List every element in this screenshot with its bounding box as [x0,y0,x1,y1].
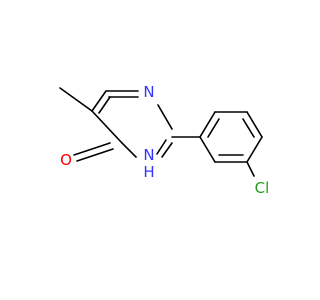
bond-c4-o-double [76,148,114,162]
atom-o: O [60,151,72,169]
bond-c5-methyl [59,87,93,112]
bond-c2-n3-double [156,139,167,155]
bond-c4-c5 [91,110,123,144]
bond-n3-c4 [121,142,137,158]
bond-c4-o [73,142,111,156]
bond-c5-c6 [91,90,107,112]
bond-ph-3-double [242,118,255,138]
atom-h-nh: H [143,163,154,181]
atom-cl: Cl [255,179,270,197]
molecule-canvas: N N H O Cl [59,83,270,197]
bond-ph-6 [199,136,216,163]
bond-ph-1-double [207,118,220,138]
atom-n-bottom: N [143,146,154,164]
atom-n-top: N [143,83,154,101]
bond-n1-c2 [157,104,173,130]
structure-diagram: N N H O Cl [59,83,270,197]
bond-ph-1 [199,111,216,138]
bond-ph-cl [246,161,255,177]
bond-c5-c6-double [98,96,111,114]
bond-ph-3 [246,111,263,138]
bond-c2-n3 [161,142,173,158]
bonds-group [59,87,263,177]
bond-ph-4 [246,136,263,163]
